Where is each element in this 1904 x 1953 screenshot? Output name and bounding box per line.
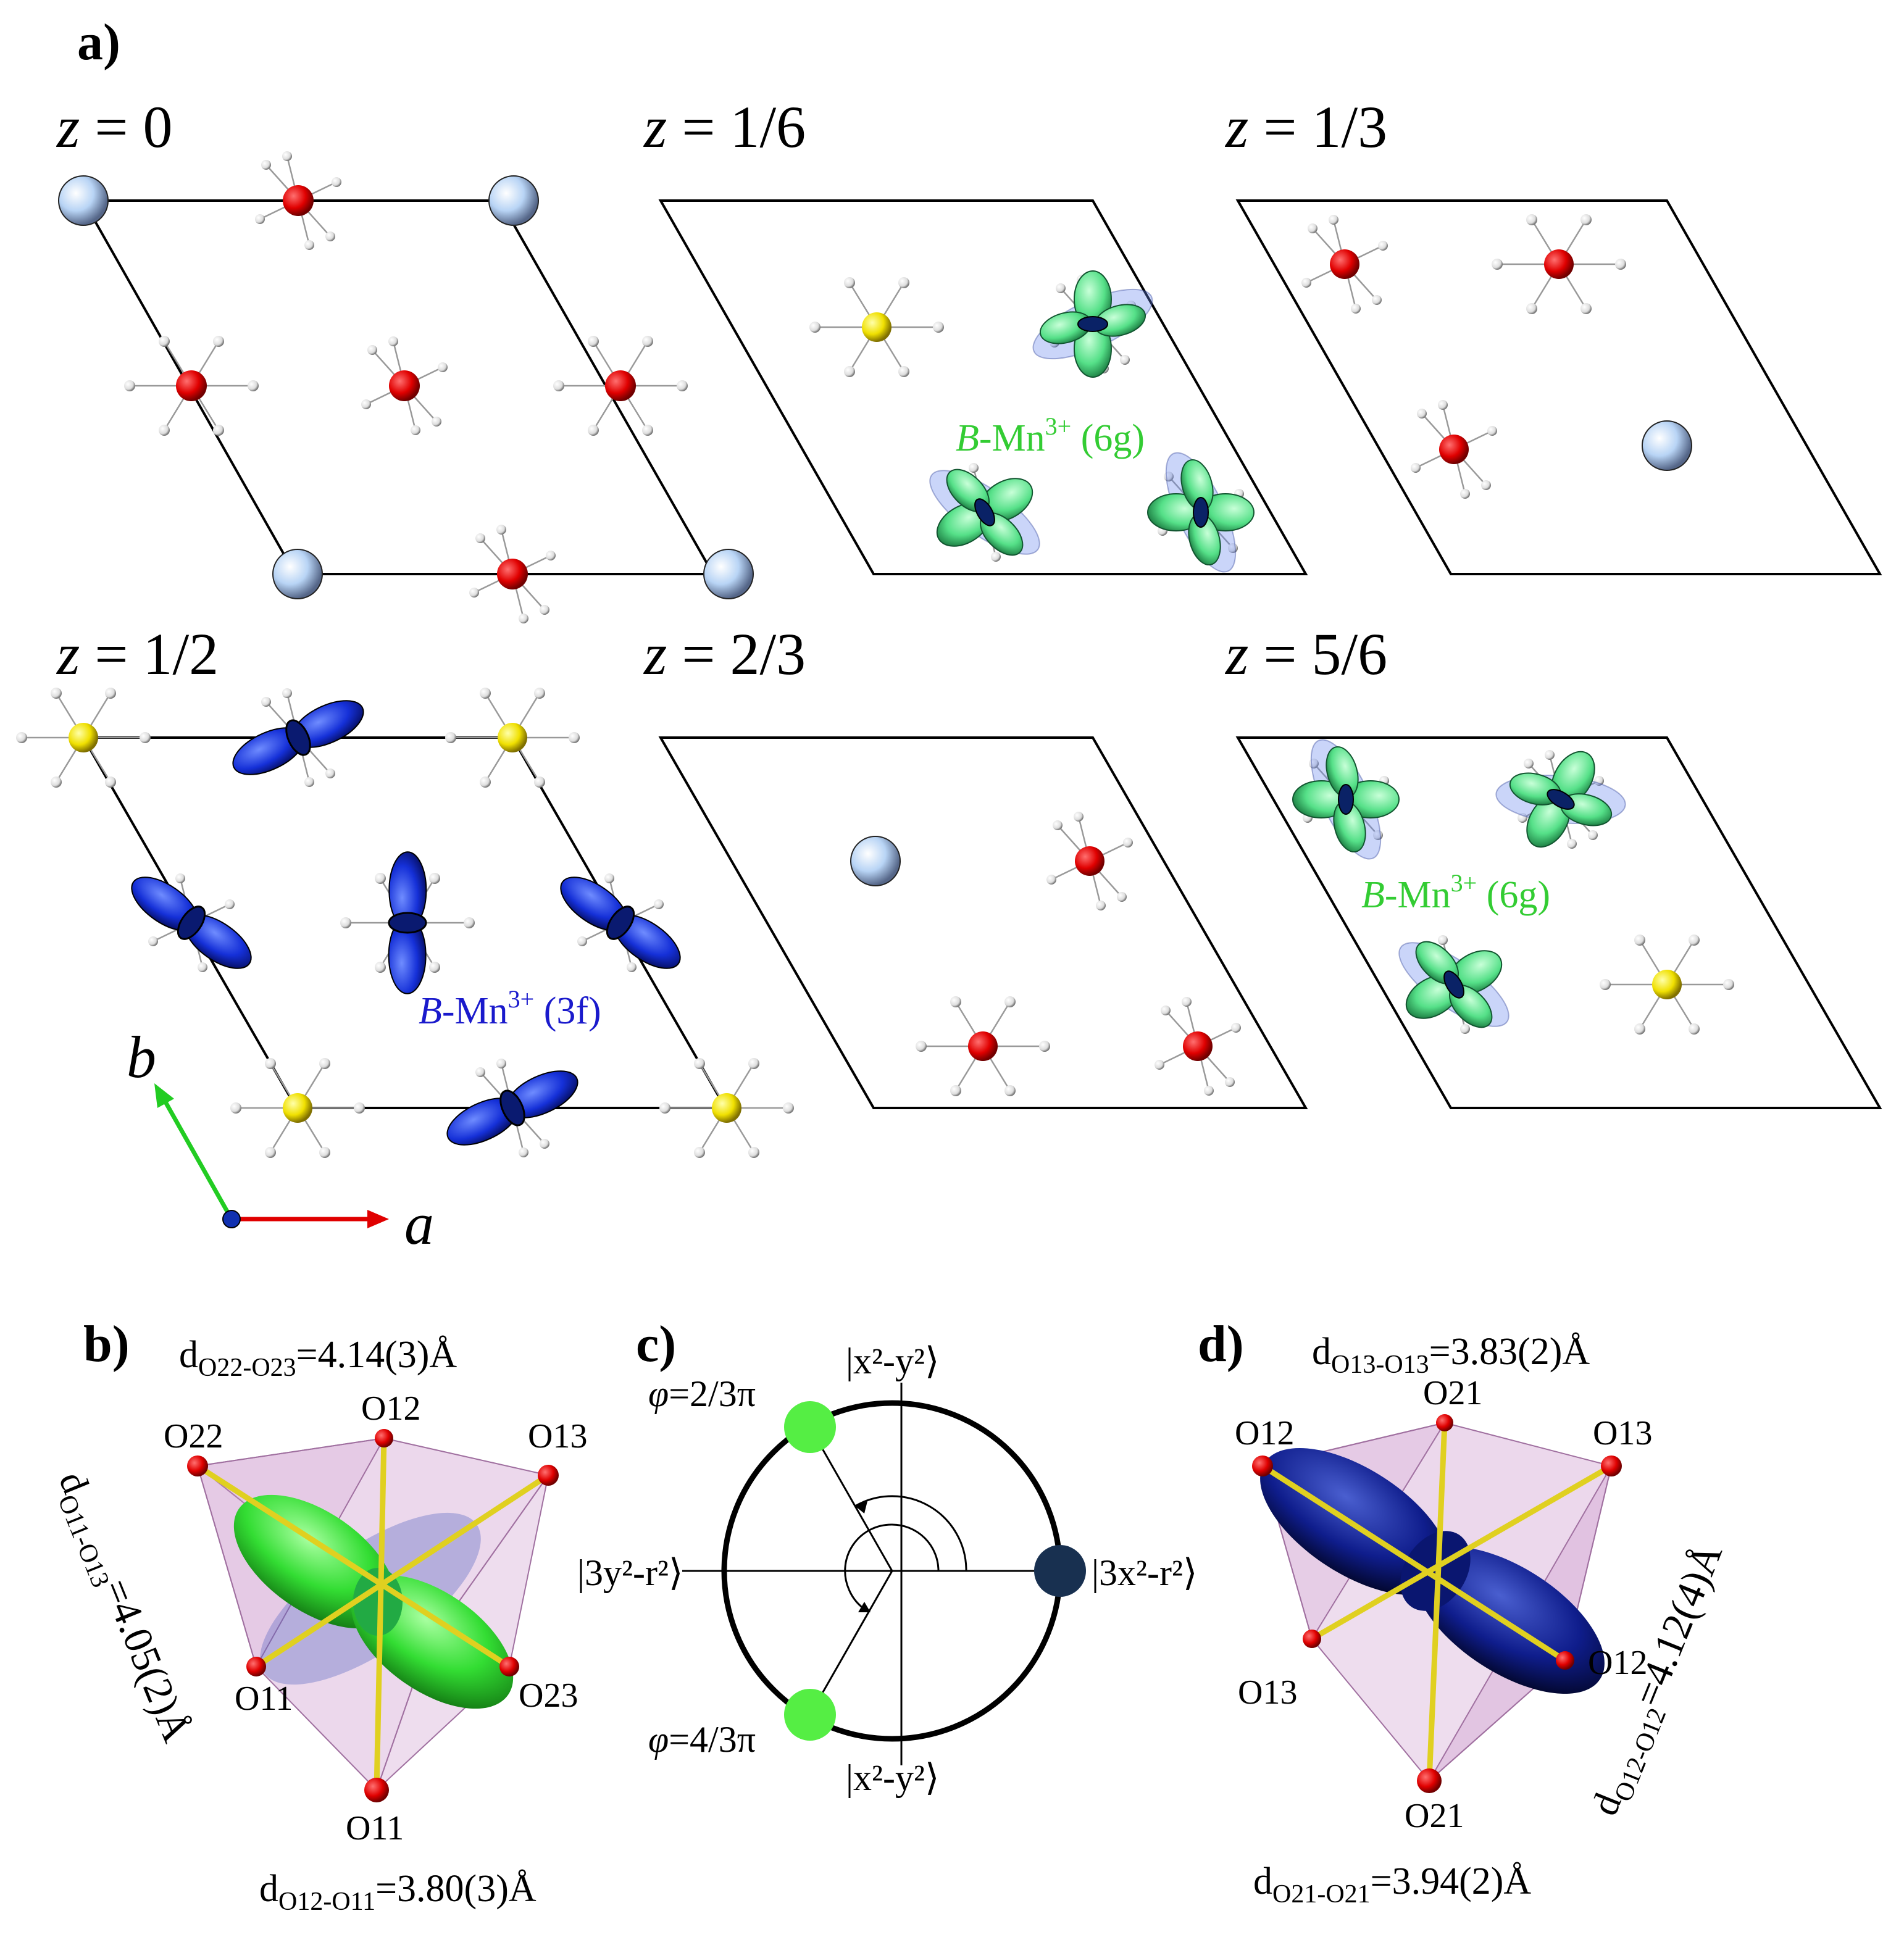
svg-text:z = 2/3: z = 2/3	[643, 621, 806, 687]
svg-text:z = 1/2: z = 1/2	[56, 621, 219, 687]
svg-text:z = 0: z = 0	[56, 94, 173, 160]
layer-label-z12: z = 1/2	[56, 621, 219, 687]
a-site-spheres	[58, 175, 754, 599]
panel-label-b: b)	[83, 1315, 130, 1373]
d-o21-top: O21	[1423, 1374, 1482, 1412]
layer-z0	[58, 150, 754, 625]
b-o11-bottom: O11	[346, 1809, 404, 1847]
panel-c-orbital-diagram	[682, 1383, 1086, 1765]
layer-z16: B-Mn3+ (6g)	[658, 199, 1308, 599]
layer-label-z16: z = 1/6	[643, 94, 806, 160]
site-label-6g-bottom: B-Mn3+ (6g)	[1361, 869, 1550, 916]
layer-z13	[1235, 199, 1882, 575]
layer-label-z56: z = 5/6	[1224, 621, 1387, 687]
b-dist-top: dO22-O23=4.14(3)Å	[179, 1334, 457, 1382]
c-ket-left: |3y²-r²⟩	[577, 1552, 683, 1593]
b-o13: O13	[528, 1417, 587, 1455]
panel-label-a: a)	[77, 14, 120, 71]
layer-z23	[658, 736, 1308, 1109]
b-dist-bottom: dO12-O11=3.80(3)Å	[259, 1868, 537, 1916]
b-o12-top: O12	[361, 1389, 420, 1428]
layer-label-z23: z = 2/3	[643, 621, 806, 687]
svg-text:z = 1/6: z = 1/6	[643, 94, 806, 160]
c-ket-right: |3x²-r²⟩	[1092, 1552, 1197, 1593]
d-dist-bottom: dO21-O21=3.94(2)Å	[1253, 1860, 1531, 1909]
c-phi-bottom: φ=4/3π	[648, 1719, 756, 1760]
axis-label-b: b	[127, 1024, 156, 1090]
d-o13-left: O13	[1238, 1673, 1297, 1712]
panel-d-octahedron	[1252, 1414, 1622, 1793]
panel-label-c: c)	[636, 1315, 676, 1373]
layer-label-z0: z = 0	[56, 94, 173, 160]
yellow-sites	[15, 686, 795, 1159]
b-o23: O23	[519, 1676, 578, 1715]
panel-label-d: d)	[1198, 1315, 1244, 1373]
layer-z12: B-Mn3+ (3f)	[15, 686, 795, 1159]
d-o12-right: O12	[1588, 1644, 1647, 1682]
layer-label-z13: z = 1/3	[1224, 94, 1387, 160]
c-phi-top: φ=2/3π	[648, 1373, 756, 1414]
b-dist-left: dO11-O13=4.05(2)Å	[45, 1465, 200, 1751]
d-dist-top: dO13-O13=3.83(2)Å	[1312, 1331, 1590, 1379]
axis-label-a: a	[404, 1191, 434, 1257]
d-o21-bottom: O21	[1405, 1797, 1464, 1835]
site-label-3f: B-Mn3+ (3f)	[419, 985, 601, 1032]
b-o11-left: O11	[235, 1680, 293, 1718]
c-ket-bottom: |x²-y²⟩	[846, 1757, 939, 1798]
d-o12-left: O12	[1235, 1414, 1294, 1452]
panel-b-octahedron	[187, 1429, 559, 1802]
b-o22: O22	[164, 1417, 223, 1455]
svg-text:z = 5/6: z = 5/6	[1224, 621, 1387, 687]
site-label-6g-top: B-Mn3+ (6g)	[956, 412, 1145, 459]
layer-z56: B-Mn3+ (6g)	[1235, 718, 1882, 1109]
svg-text:z = 1/3: z = 1/3	[1224, 94, 1387, 160]
c-ket-top: |x²-y²⟩	[846, 1341, 939, 1381]
axes-indicator: a b	[127, 1024, 434, 1257]
d-o13-right: O13	[1593, 1414, 1652, 1452]
